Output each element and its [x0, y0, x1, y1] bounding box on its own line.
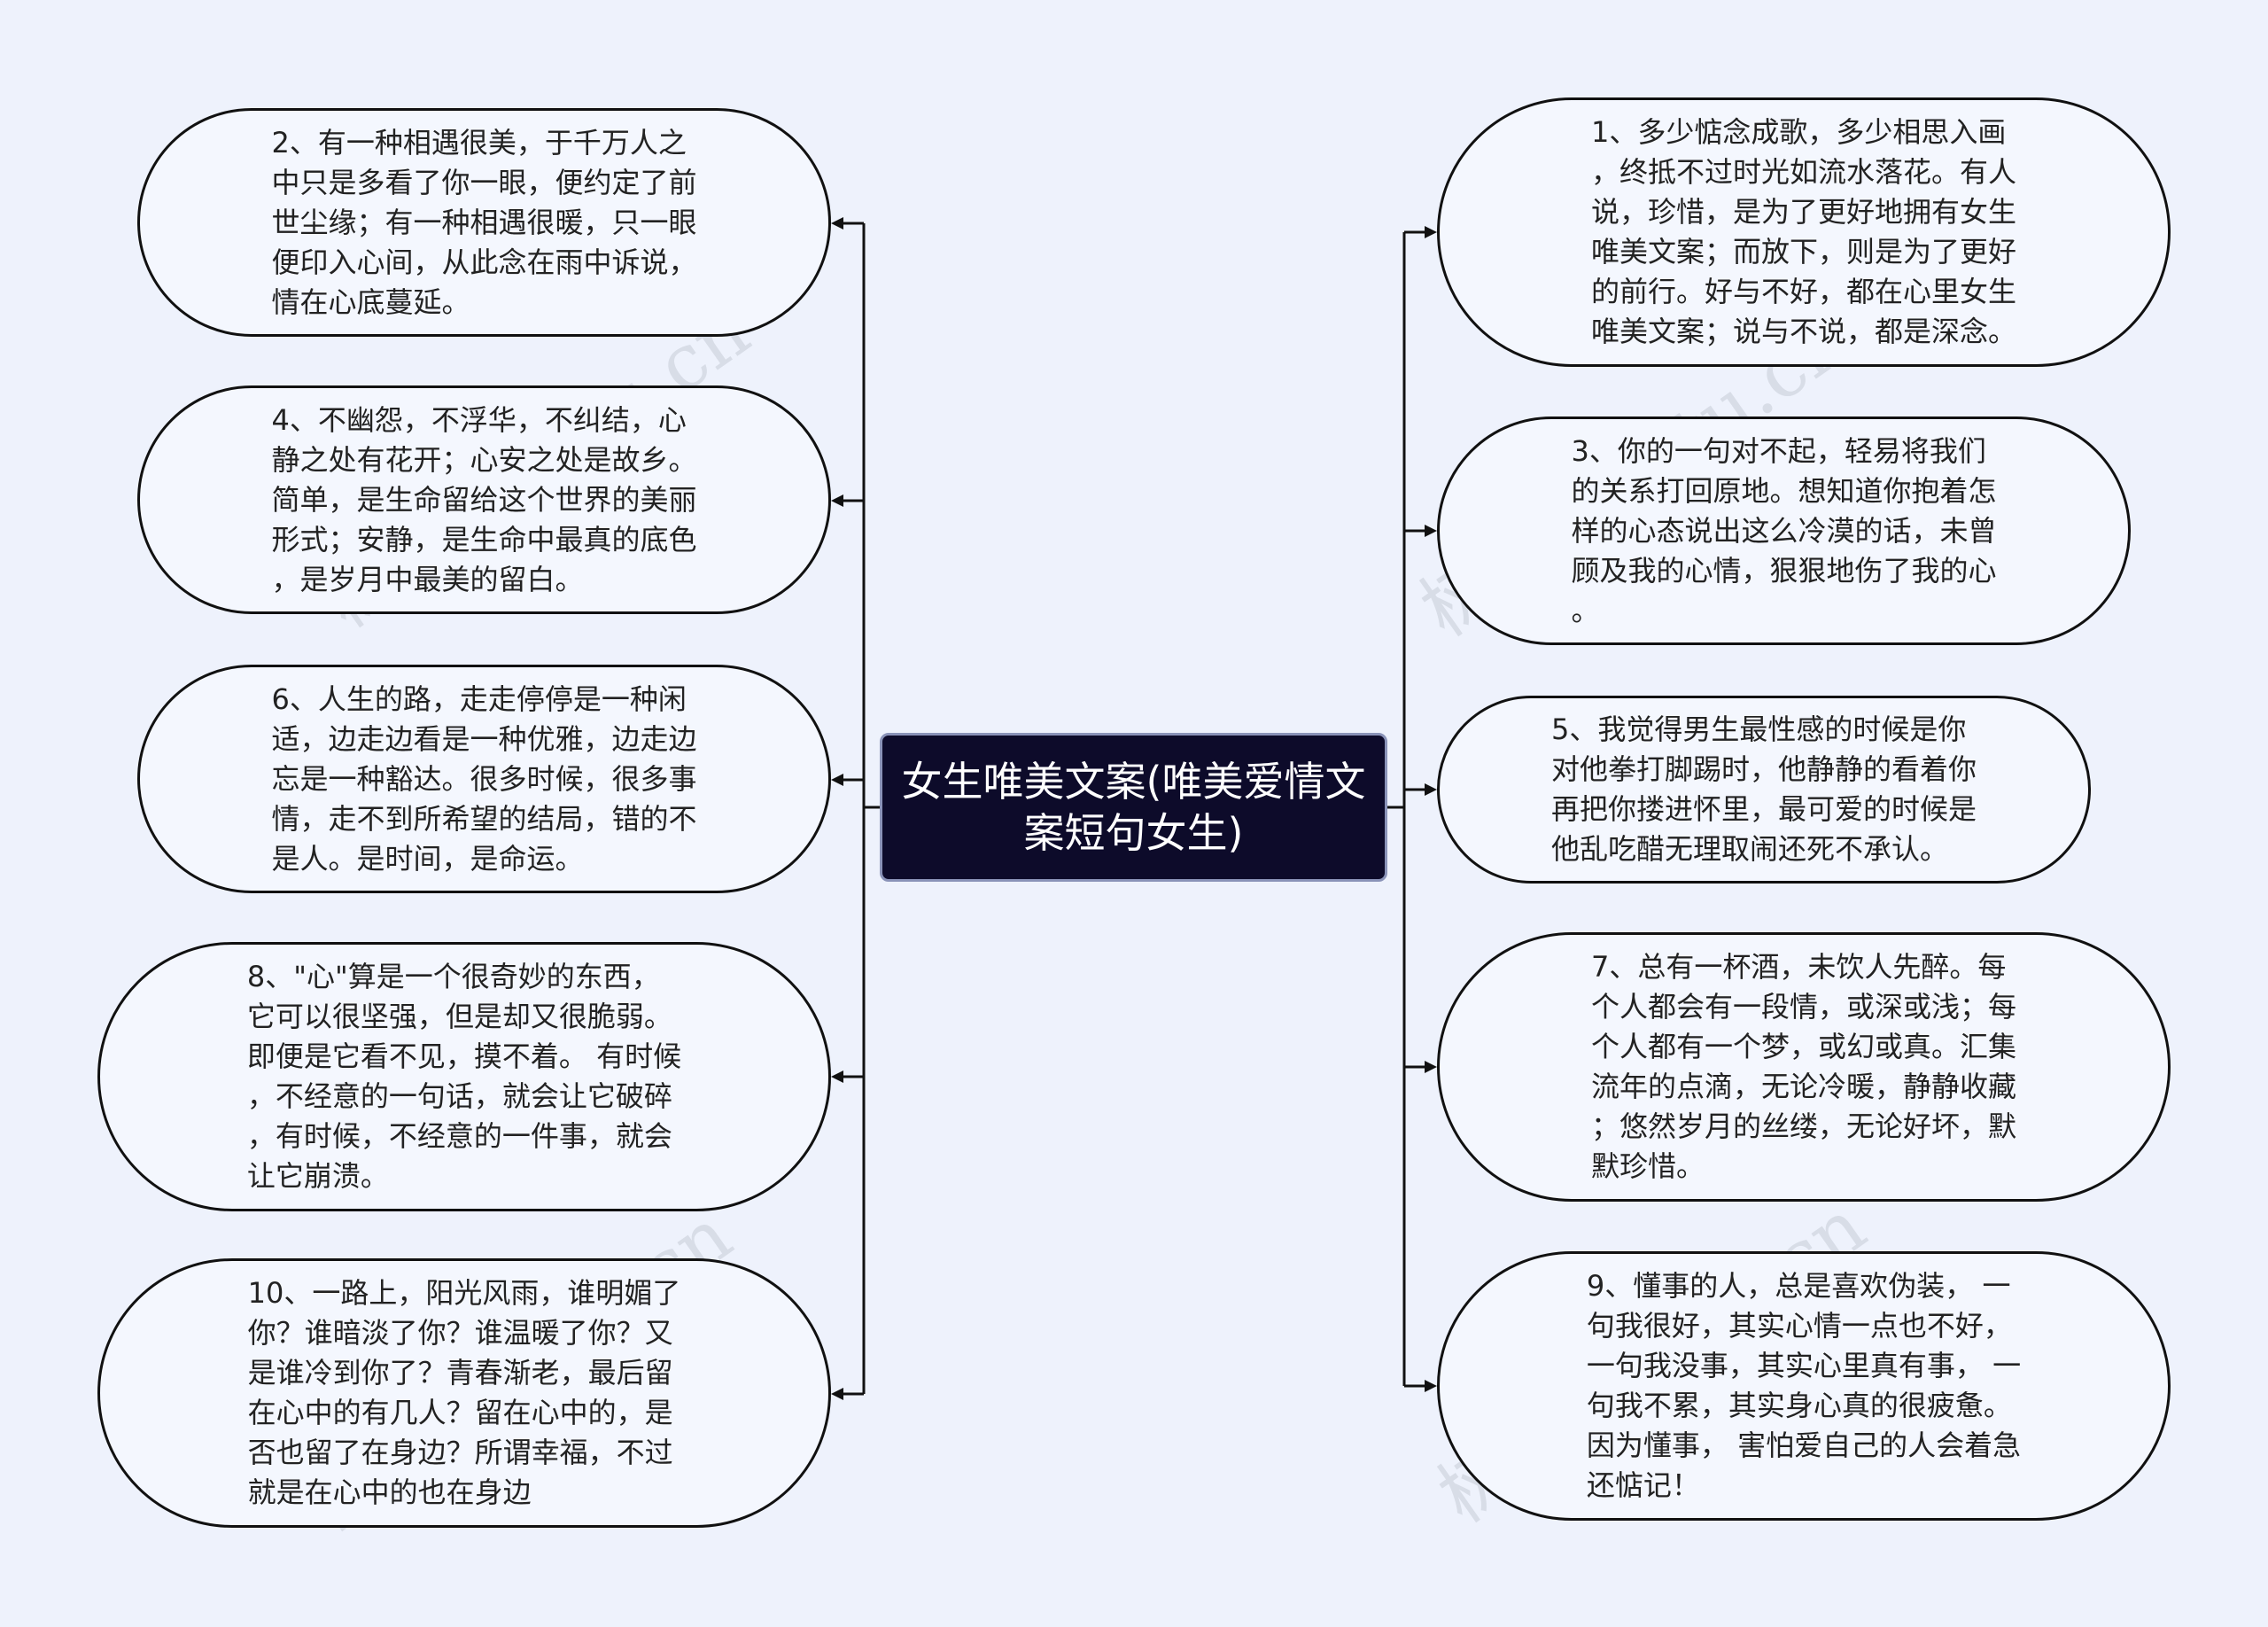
node-text-line: 7、总有一杯酒，未饮人先醉。每 — [1590, 950, 2007, 984]
node-text-line: 个人都有一个梦，或幻或真。汇集 — [1590, 1030, 2016, 1063]
arrow-head — [1425, 226, 1437, 238]
node-text-line: ，不经意的一句话，就会让它破碎 — [246, 1079, 672, 1113]
node-text-line: ，是岁月中最美的留白。 — [271, 562, 584, 596]
central-topic[interactable]: 女生唯美文案(唯美爱情文 案短句女生) — [880, 733, 1387, 882]
node-text-line: 。 — [1571, 593, 1600, 627]
node-text-line: 1、多少惦念成歌，多少相思入画 — [1590, 115, 2007, 149]
node-text-line: 静之处有花开；心安之处是故乡。 — [271, 442, 697, 477]
node-text-line: 即便是它看不见，摸不着。 有时候 — [246, 1039, 682, 1073]
node-text-line: 句我不累，其实身心真的很疲惫。 — [1586, 1389, 2012, 1422]
node-text-line: 形式；安静，是生命中最真的底色 — [271, 522, 697, 557]
branch-node-6[interactable]: 6、人生的路，走走停停是一种闲 适，边走边看是一种优雅，边走边 忘是一种豁达。很… — [137, 665, 831, 893]
node-text-line: 让它崩溃。 — [246, 1159, 389, 1193]
arrow-head — [1425, 1380, 1437, 1392]
arrow-head — [1425, 783, 1437, 796]
arrow-head — [831, 494, 843, 507]
arrow-head — [831, 1070, 843, 1083]
node-text-line: 就是在心中的也在身边 — [247, 1475, 532, 1509]
node-text-line: 9、懂事的人，总是喜欢伪装， 一 — [1586, 1269, 2011, 1303]
arrow-head — [831, 1388, 843, 1400]
node-text-line: 的前行。好与不好，都在心里女生 — [1590, 275, 2016, 308]
node-text-line: 顾及我的心情，狠狠地伤了我的心 — [1571, 553, 1997, 588]
node-text-line: ，有时候，不经意的一件事，就会 — [246, 1119, 672, 1153]
node-text-line: 唯美文案；而放下，则是为了更好 — [1590, 235, 2016, 269]
node-text-line: 因为懂事， 害怕爱自己的人会着急 — [1586, 1428, 2022, 1462]
node-text-line: 在心中的有几人？留在心中的，是 — [247, 1396, 673, 1429]
node-text-line: 简单，是生命留给这个世界的美丽 — [271, 482, 697, 517]
branch-node-3[interactable]: 3、你的一句对不起，轻易将我们 的关系打回原地。想知道你抱着怎 样的心态说出这么… — [1437, 416, 2131, 645]
node-text-line: 适，边走边看是一种优雅，边走边 — [271, 721, 697, 756]
arrow-head — [831, 217, 843, 230]
branch-node-10[interactable]: 10、一路上，阳光风雨，谁明媚了 你？谁暗淡了你？谁温暖了你？又 是谁冷到你了？… — [97, 1258, 831, 1528]
node-text-line: 5、我觉得男生最性感的时候是你 — [1550, 712, 1967, 746]
branch-node-1[interactable]: 1、多少惦念成歌，多少相思入画 ，终抵不过时光如流水落花。有人 说，珍惜，是为了… — [1437, 97, 2171, 367]
node-text-line: 情，走不到所希望的结局，错的不 — [271, 801, 697, 836]
branch-node-8[interactable]: 8、"心"算是一个很奇妙的东西， 它可以很坚强，但是却又很脆弱。 即便是它看不见… — [97, 942, 831, 1211]
node-text-line: 6、人生的路，走走停停是一种闲 — [271, 681, 687, 716]
node-text-line: 一句我没事，其实心里真有事， 一 — [1586, 1349, 2022, 1382]
node-text-line: 它可以很坚强，但是却又很脆弱。 — [246, 1000, 672, 1033]
node-text-line: 8、"心"算是一个很奇妙的东西， — [246, 960, 660, 993]
node-text-line: 说，珍惜，是为了更好地拥有女生 — [1590, 195, 2016, 229]
branch-node-4[interactable]: 4、不幽怨，不浮华，不纠结，心 静之处有花开；心安之处是故乡。 简单，是生命留给… — [137, 385, 831, 614]
arrow-head — [831, 774, 843, 786]
node-text-line: 便印入心间，从此念在雨中诉说， — [271, 245, 697, 279]
node-text-line: 样的心态说出这么冷漠的话，未曾 — [1571, 513, 1997, 548]
node-text-line: 唯美文案；说与不说，都是深念。 — [1590, 315, 2016, 348]
arrow-head — [1425, 1061, 1437, 1073]
node-text-line: 10、一路上，阳光风雨，谁明媚了 — [247, 1276, 681, 1310]
node-text-line: 3、你的一句对不起，轻易将我们 — [1571, 433, 1986, 468]
node-text-line: 是谁冷到你了？青春渐老，最后留 — [247, 1356, 673, 1390]
node-text-line: 个人都会有一段情，或深或浅；每 — [1590, 990, 2016, 1024]
central-topic-line: 女生唯美文案(唯美爱情文 — [901, 758, 1366, 806]
branch-node-5[interactable]: 5、我觉得男生最性感的时候是你 对他拳打脚踢时，他静静的看着你 再把你搂进怀里，… — [1437, 696, 2091, 884]
arrow-head — [1425, 525, 1437, 537]
node-text-line: ，终抵不过时光如流水落花。有人 — [1590, 155, 2016, 189]
node-text-line: 忘是一种豁达。很多时候，很多事 — [271, 761, 697, 796]
node-text-line: 还惦记！ — [1586, 1468, 1700, 1502]
node-text-line: 中只是多看了你一眼，便约定了前 — [271, 165, 697, 199]
node-text-line: 否也留了在身边？所谓幸福，不过 — [247, 1436, 673, 1469]
node-text-line: 情在心底蔓延。 — [271, 284, 470, 319]
node-text-line: 4、不幽怨，不浮华，不纠结，心 — [271, 402, 687, 437]
branch-node-2[interactable]: 2、有一种相遇很美，于千万人之 中只是多看了你一眼，便约定了前 世尘缘；有一种相… — [137, 108, 831, 337]
central-topic-line: 案短句女生) — [1023, 809, 1244, 857]
node-text-line: 2、有一种相遇很美，于千万人之 — [271, 125, 687, 160]
node-text-line: 句我很好，其实心情一点也不好， — [1586, 1309, 2012, 1343]
node-text-line: 是人。是时间，是命运。 — [271, 841, 584, 876]
node-text-line: ；悠然岁月的丝缕，无论好坏，默 — [1590, 1109, 2016, 1143]
node-text-line: 对他拳打脚踢时，他静静的看着你 — [1550, 752, 1977, 786]
node-text-line: 世尘缘；有一种相遇很暖，只一眼 — [271, 205, 697, 239]
node-text-line: 默珍惜。 — [1590, 1149, 1705, 1183]
node-text-line: 你？谁暗淡了你？谁温暖了你？又 — [247, 1316, 673, 1350]
node-text-line: 的关系打回原地。想知道你抱着怎 — [1571, 473, 1997, 508]
branch-node-7[interactable]: 7、总有一杯酒，未饮人先醉。每 个人都会有一段情，或深或浅；每 个人都有一个梦，… — [1437, 932, 2171, 1202]
branch-node-9[interactable]: 9、懂事的人，总是喜欢伪装， 一 句我很好，其实心情一点也不好， 一句我没事，其… — [1437, 1251, 2171, 1521]
node-text-line: 流年的点滴，无论冷暖，静静收藏 — [1590, 1070, 2016, 1103]
node-text-line: 他乱吃醋无理取闹还死不承认。 — [1550, 832, 1948, 866]
node-text-line: 再把你搂进怀里，最可爱的时候是 — [1550, 792, 1977, 826]
